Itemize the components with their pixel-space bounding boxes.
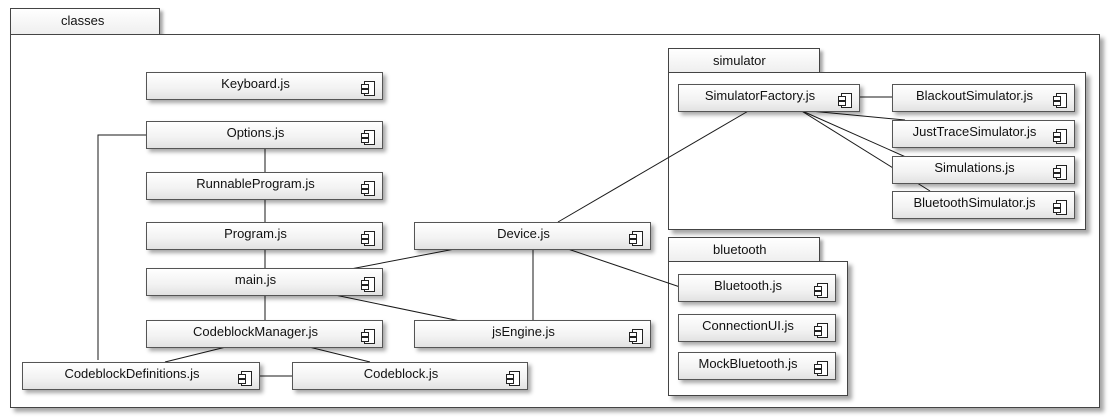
uml-component-icon [361,231,375,246]
component-options[interactable]: Options.js [146,121,383,149]
edge-device-simulatorfactory [557,109,751,223]
package-tab-classes: classes [10,8,160,36]
edge-device-bluetooth [564,247,681,288]
component-blackout-simulator[interactable]: BlackoutSimulator.js [892,84,1075,112]
component-simulator-factory[interactable]: SimulatorFactory.js [678,84,860,112]
uml-component-icon [361,277,375,292]
uml-component-icon [814,323,828,338]
component-label: Simulations.js [934,160,1015,175]
uml-component-icon [1053,93,1067,108]
component-label: Program.js [224,226,287,241]
component-runnable-program[interactable]: RunnableProgram.js [146,172,383,200]
component-label: Bluetooth.js [714,278,782,293]
edge-options-codeblockdefinitions [97,134,146,360]
component-label: Keyboard.js [221,76,290,91]
uml-component-icon [506,371,520,386]
component-js-engine[interactable]: jsEngine.js [414,320,651,348]
uml-component-icon [238,371,252,386]
uml-component-icon [1053,165,1067,180]
component-mock-bluetooth[interactable]: MockBluetooth.js [678,352,836,380]
uml-component-icon [838,93,852,108]
component-label: main.js [234,272,277,287]
component-label: SimulatorFactory.js [704,88,816,103]
component-codeblock-definitions[interactable]: CodeblockDefinitions.js [22,362,260,390]
component-just-trace-simulator[interactable]: JustTraceSimulator.js [892,120,1075,148]
component-label: Codeblock.js [363,366,439,381]
uml-component-icon [361,130,375,145]
component-codeblock-manager[interactable]: CodeblockManager.js [146,320,383,348]
uml-component-icon [814,361,828,376]
uml-component-icon [814,283,828,298]
component-label: RunnableProgram.js [196,176,315,191]
uml-component-icon [361,81,375,96]
component-label: BlackoutSimulator.js [915,88,1034,103]
component-connection-ui[interactable]: ConnectionUI.js [678,314,836,342]
component-keyboard[interactable]: Keyboard.js [146,72,383,100]
component-label: CodeblockManager.js [192,324,319,339]
component-device[interactable]: Device.js [414,222,651,250]
edge-main-jsengine [334,294,466,323]
component-label: jsEngine.js [492,324,555,339]
component-program[interactable]: Program.js [146,222,383,250]
package-tab-simulator: simulator [668,48,820,74]
uml-component-icon [1053,129,1067,144]
component-main[interactable]: main.js [146,268,383,296]
uml-component-icon [629,231,643,246]
uml-component-icon [1053,200,1067,215]
component-bluetooth[interactable]: Bluetooth.js [678,274,836,302]
package-label-classes: classes [61,13,105,28]
uml-component-icon [361,329,375,344]
component-label: CodeblockDefinitions.js [64,366,200,381]
uml-component-icon [361,181,375,196]
component-label: JustTraceSimulator.js [912,124,1037,139]
package-label-simulator: simulator [713,53,766,68]
component-label: BluetoothSimulator.js [913,195,1036,210]
component-label: ConnectionUI.js [702,318,794,333]
edge-codeblockmanager-codeblockdefinitions [164,345,231,363]
component-label: Options.js [226,125,285,140]
uml-component-icon [629,329,643,344]
component-label: Device.js [497,226,550,241]
component-codeblock[interactable]: Codeblock.js [292,362,528,390]
edge-codeblockmanager-codeblock [304,345,371,363]
component-bluetooth-simulator[interactable]: BluetoothSimulator.js [892,191,1075,219]
component-label: MockBluetooth.js [698,356,798,371]
package-label-bluetooth: bluetooth [713,242,767,257]
component-simulations[interactable]: Simulations.js [892,156,1075,184]
